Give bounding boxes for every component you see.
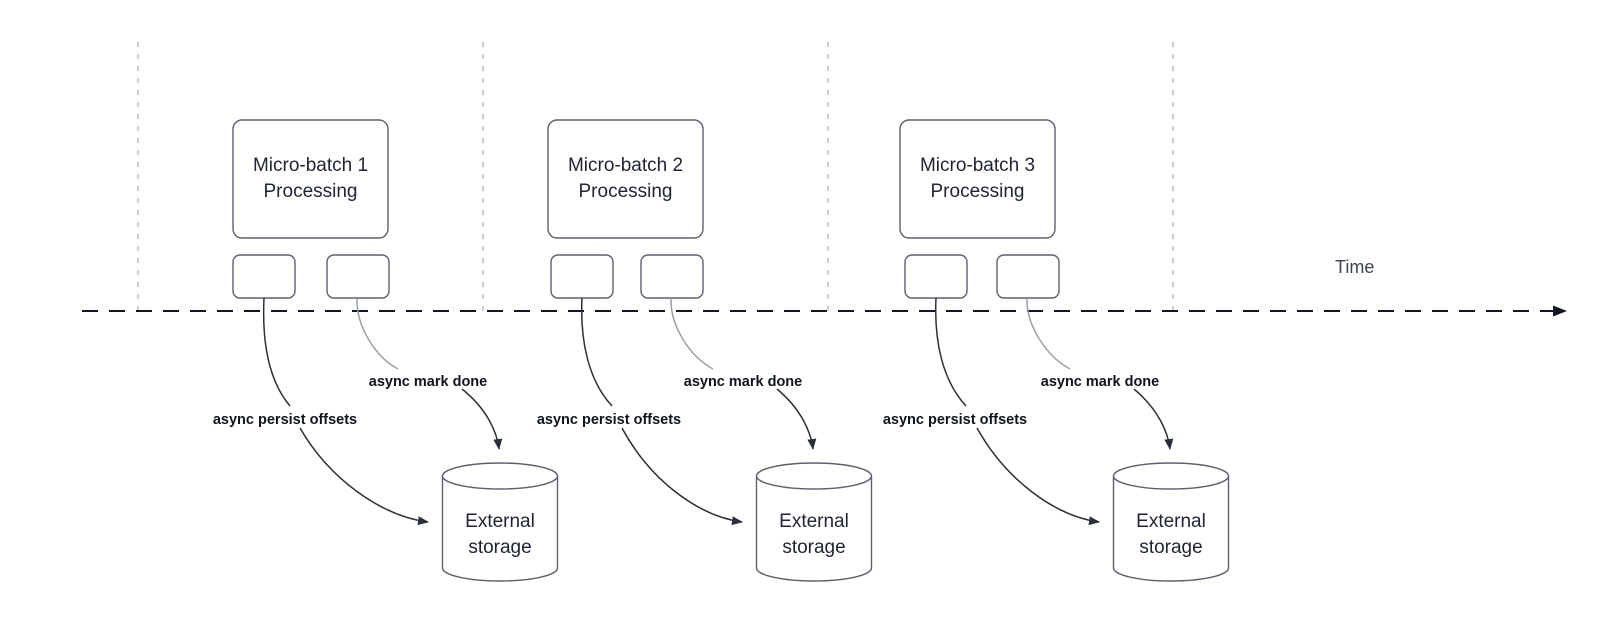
mark-done-label-2: async mark done (684, 374, 802, 390)
mark-done-curve-3-lower (1133, 388, 1174, 450)
persist-offsets-curve-1-upper (262, 297, 291, 407)
separator-group (137, 42, 1174, 318)
time-axis-label: Time (1335, 257, 1374, 277)
mark-task-box-3[interactable] (996, 254, 1060, 299)
processing-box-2[interactable] (547, 119, 704, 239)
processing-box-3-line1: Micro-batch 3 (920, 155, 1035, 176)
mark-done-curve-1-lower (461, 388, 503, 450)
persist-offsets-label-2: async persist offsets (537, 412, 681, 428)
processing-box-2-line2: Processing (579, 181, 673, 202)
processing-box-1-line1: Micro-batch 1 (253, 155, 368, 176)
persist-offsets-curve-3-upper (934, 297, 967, 407)
offset-task-box-2[interactable] (550, 254, 614, 299)
external-storage-3-body (1112, 476, 1230, 582)
external-storage-3-top (1112, 462, 1230, 490)
external-storage-2-body (755, 476, 873, 582)
external-storage-2-line2: storage (782, 537, 845, 558)
persist-offsets-curve-1-lower (299, 427, 429, 526)
micro-batch-group-1: Micro-batch 1 Processing async persist o… (213, 119, 559, 582)
mark-done-curve-3-upper (1026, 297, 1071, 370)
mark-done-label-1: async mark done (369, 374, 487, 390)
processing-box-1[interactable] (232, 119, 389, 239)
mark-task-box-1[interactable] (326, 254, 390, 299)
external-storage-1-body (441, 476, 559, 582)
external-storage-1-line2: storage (468, 537, 531, 558)
persist-offsets-label-3: async persist offsets (883, 412, 1027, 428)
mark-done-label-3: async mark done (1041, 374, 1159, 390)
external-storage-3[interactable]: External storage (1112, 462, 1230, 582)
processing-box-2-line1: Micro-batch 2 (568, 155, 683, 176)
offset-task-box-1[interactable] (232, 254, 296, 299)
external-storage-1-top (441, 462, 559, 490)
processing-box-3-line2: Processing (931, 181, 1025, 202)
micro-batch-group-2: Micro-batch 2 Processing async persist o… (537, 119, 873, 582)
external-storage-3-line2: storage (1139, 537, 1202, 558)
persist-offsets-curve-2-lower (621, 427, 743, 526)
mark-task-box-2[interactable] (640, 254, 704, 299)
external-storage-1-line1: External (465, 511, 535, 532)
external-storage-2-line1: External (779, 511, 849, 532)
mark-done-curve-2-upper (670, 297, 714, 370)
persist-offsets-curve-2-upper (580, 297, 613, 407)
micro-batch-group-3: Micro-batch 3 Processing async persist o… (883, 119, 1230, 582)
persist-offsets-label-1: async persist offsets (213, 412, 357, 428)
processing-box-3[interactable] (899, 119, 1056, 239)
persist-offsets-curve-3-lower (976, 427, 1100, 526)
external-storage-2-top (755, 462, 873, 490)
external-storage-1[interactable]: External storage (441, 462, 559, 582)
external-storage-2[interactable]: External storage (755, 462, 873, 582)
mark-done-curve-2-lower (776, 388, 817, 450)
timeline-axis: Time (82, 257, 1567, 317)
processing-box-1-line2: Processing (264, 181, 358, 202)
mark-done-curve-1-upper (356, 297, 399, 370)
offset-task-box-3[interactable] (904, 254, 968, 299)
external-storage-3-line1: External (1136, 511, 1206, 532)
